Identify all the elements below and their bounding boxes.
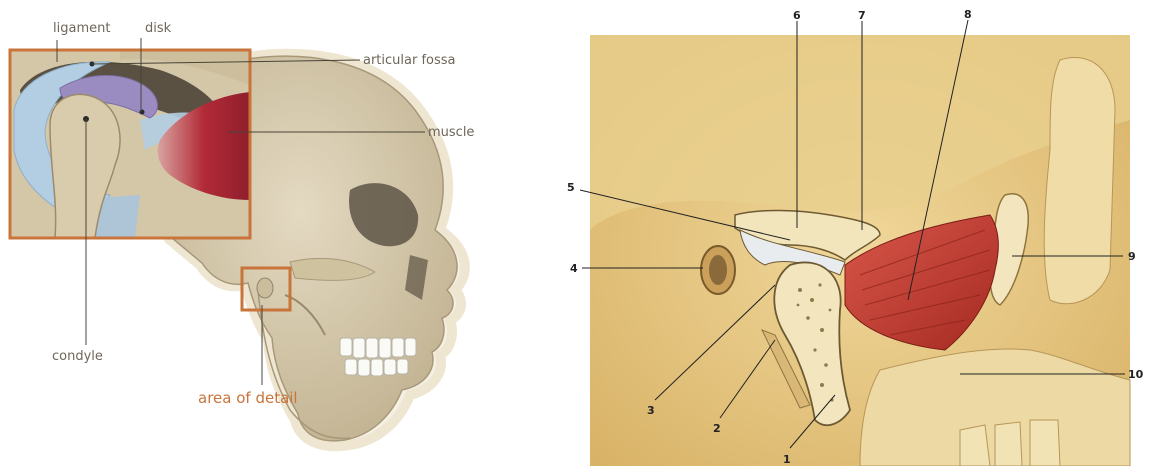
right-tmj-diagram: 1 2 3 4 5 6 7 8 9 10 [567,8,1144,466]
disk-pointer-dot [140,110,145,115]
right-teeth [960,420,1060,466]
number-3: 3 [647,404,655,417]
label-area-of-detail: area of detail [198,389,298,407]
number-6: 6 [793,9,801,22]
label-articular-fossa: articular fossa [363,53,456,68]
right-ear-canal-inner [709,255,727,285]
small-condyle [257,278,273,298]
right-zygomatic [1044,57,1115,303]
label-condyle: condyle [52,349,103,364]
label-muscle: muscle [428,125,474,140]
number-10: 10 [1128,368,1144,381]
detail-inset [10,50,250,238]
label-disk: disk [145,21,172,36]
number-8: 8 [964,8,972,21]
label-ligament: ligament [53,21,110,36]
lower-teeth [345,359,408,376]
number-9: 9 [1128,250,1136,263]
number-2: 2 [713,422,721,435]
number-4: 4 [570,262,578,275]
number-5: 5 [567,181,575,194]
number-1: 1 [783,453,791,466]
number-7: 7 [858,9,866,22]
